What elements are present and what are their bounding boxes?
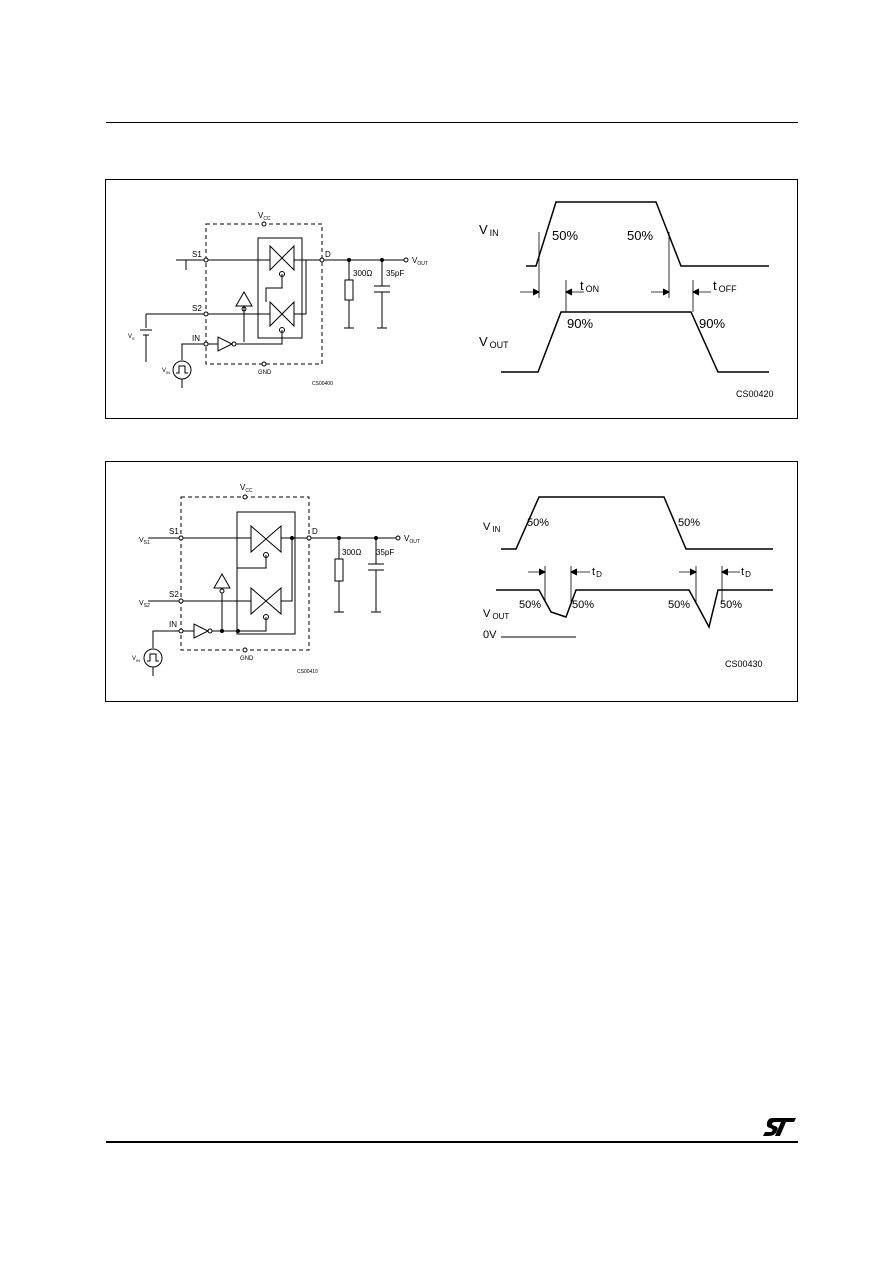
s2-label: S2 bbox=[192, 304, 202, 313]
capacitor bbox=[368, 538, 384, 613]
figure-1-drawing: VCC S1 S2 IN D VOUT 300Ω 35pF VS VIN GND… bbox=[128, 201, 774, 399]
vcc-label: VCC bbox=[240, 483, 253, 494]
buffer-gate bbox=[235, 290, 253, 307]
st-logo-icon bbox=[763, 1118, 796, 1136]
buffer-gate bbox=[213, 572, 231, 589]
in-label: IN bbox=[192, 334, 200, 343]
vcc-label: VCC bbox=[258, 211, 271, 222]
waveform-code: CS00430 bbox=[725, 659, 763, 669]
resistor bbox=[344, 279, 354, 301]
resistor-value: 300Ω bbox=[353, 269, 372, 278]
td-label-b: tD bbox=[741, 566, 751, 579]
s1-label: S1 bbox=[192, 250, 202, 259]
transmission-gate-2 bbox=[250, 586, 282, 620]
waveform-code: CS00420 bbox=[736, 389, 774, 399]
vout-fall-90: 90% bbox=[699, 316, 725, 331]
resistor-value: 300Ω bbox=[342, 548, 361, 557]
vin-rise-50: 50% bbox=[552, 228, 578, 243]
vin-fall-50: 50% bbox=[678, 517, 700, 529]
capacitor bbox=[374, 260, 390, 329]
vin-source-label: VIN bbox=[132, 656, 140, 663]
s2-label: S2 bbox=[169, 590, 179, 599]
circuit-code: CS00400 bbox=[312, 381, 333, 387]
capacitor-value: 35pF bbox=[376, 548, 394, 557]
switch-block bbox=[257, 237, 303, 339]
chip-outline bbox=[205, 223, 323, 365]
vs1-label: VS1 bbox=[139, 537, 150, 546]
resistor bbox=[334, 558, 344, 582]
vin-rise-50: 50% bbox=[527, 517, 549, 529]
vout-label: VOUT bbox=[404, 534, 420, 545]
td-label-a: tD bbox=[592, 566, 602, 579]
d-label: D bbox=[312, 527, 318, 536]
figure-2-panel: VCC S1 S2 IN D VS1 VS2 VOUT 300Ω 35pF VI… bbox=[105, 461, 798, 702]
vin-source-label: VIN bbox=[162, 368, 170, 375]
vin-waveform bbox=[526, 201, 769, 267]
capacitor-value: 35pF bbox=[386, 269, 404, 278]
inverter-gate bbox=[193, 623, 210, 639]
in-label: IN bbox=[169, 620, 177, 629]
gnd-label: GND bbox=[240, 656, 254, 662]
switch-block bbox=[236, 511, 296, 635]
vout-rise-90: 90% bbox=[567, 316, 593, 331]
vs2-label: VS2 bbox=[139, 600, 150, 609]
vout-50-c: 50% bbox=[668, 599, 690, 611]
transmission-gate-2 bbox=[269, 300, 295, 333]
inverter-gate bbox=[217, 336, 234, 352]
pulse-source bbox=[143, 648, 163, 668]
vout-label: VOUT bbox=[412, 256, 428, 267]
vin-waveform bbox=[501, 496, 773, 550]
d-label: D bbox=[325, 250, 331, 259]
transmission-gate-1 bbox=[269, 244, 295, 277]
vs-label: VS bbox=[128, 334, 135, 341]
gnd-label: GND bbox=[258, 370, 272, 376]
transmission-gate-1 bbox=[250, 524, 282, 558]
circuit-code: CS00410 bbox=[297, 669, 318, 675]
header-rule bbox=[106, 122, 798, 123]
figure-1-panel: VCC S1 S2 IN D VOUT 300Ω 35pF VS VIN GND… bbox=[105, 179, 798, 419]
vout-waveform bbox=[501, 311, 769, 373]
figure-2-drawing: VCC S1 S2 IN D VS1 VS2 VOUT 300Ω 35pF VI… bbox=[132, 483, 773, 676]
vout-50-b: 50% bbox=[572, 599, 594, 611]
s1-label: S1 bbox=[169, 527, 179, 536]
vout-50-a: 50% bbox=[519, 599, 541, 611]
pulse-source bbox=[172, 360, 192, 380]
vin-fall-50: 50% bbox=[627, 228, 653, 243]
vout-50-d: 50% bbox=[720, 599, 742, 611]
zero-volt-label: 0V bbox=[483, 629, 497, 641]
footer-rule bbox=[106, 1141, 798, 1143]
